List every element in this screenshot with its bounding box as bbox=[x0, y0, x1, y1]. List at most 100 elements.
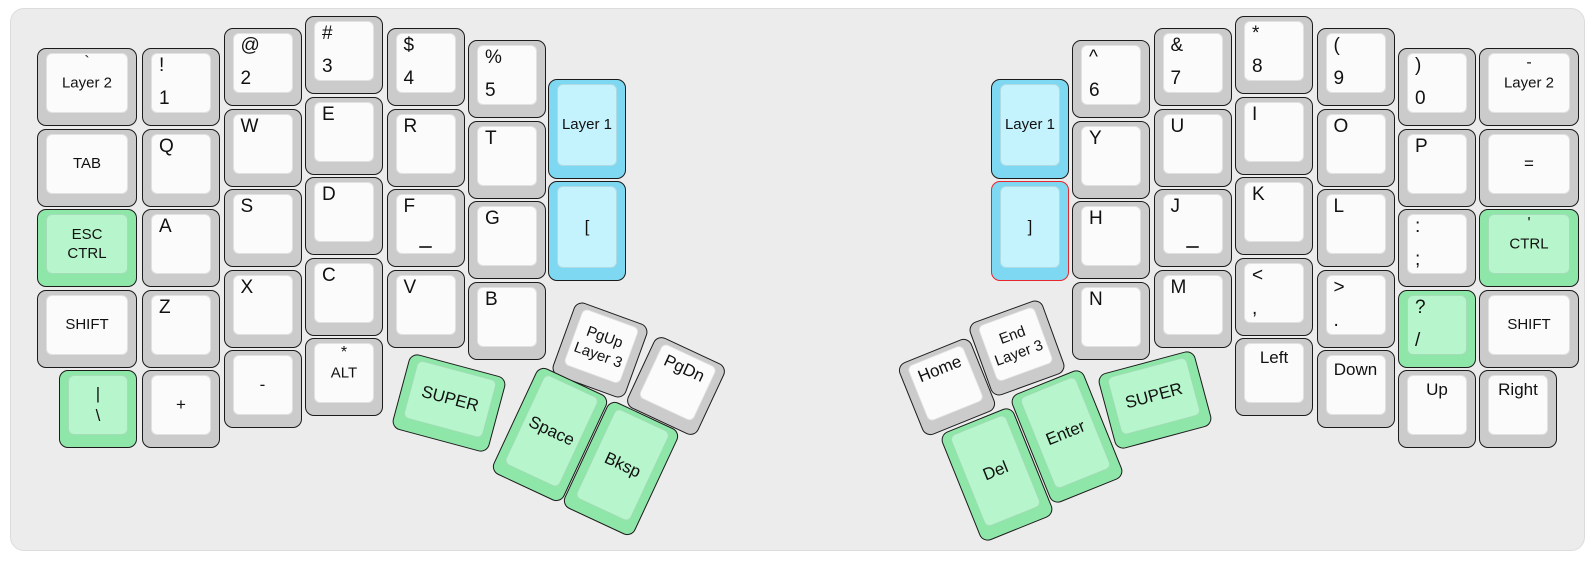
keycap-top: :; bbox=[1407, 214, 1467, 274]
key-k[interactable]: K bbox=[1235, 177, 1313, 255]
key-equals[interactable]: = bbox=[1479, 128, 1579, 207]
key-dollar-4[interactable]: $4 bbox=[386, 28, 465, 106]
key-d[interactable]: D bbox=[305, 177, 383, 255]
key-left-arrow[interactable]: Left bbox=[1235, 338, 1313, 416]
key-p[interactable]: P bbox=[1398, 128, 1476, 207]
key-minus[interactable]: - bbox=[223, 350, 302, 428]
keycap-top: P bbox=[1407, 133, 1467, 194]
key-j[interactable]: J bbox=[1153, 189, 1232, 267]
keycap-top: H bbox=[1081, 206, 1141, 266]
key-shift-left[interactable]: SHIFT bbox=[37, 289, 137, 368]
key-shift-right[interactable]: SHIFT bbox=[1479, 289, 1579, 368]
key-label: B bbox=[485, 288, 498, 310]
key-label: G bbox=[485, 208, 500, 229]
key-layer1-left[interactable]: Layer 1 bbox=[548, 78, 626, 179]
key-r[interactable]: R bbox=[386, 108, 465, 187]
key-label: S bbox=[240, 196, 254, 217]
key-n[interactable]: N bbox=[1072, 281, 1150, 360]
key-label: CTRL bbox=[1509, 235, 1549, 253]
key-rparen-0[interactable]: )0 bbox=[1398, 48, 1476, 126]
key-label: ALT bbox=[330, 364, 358, 382]
key-label: R bbox=[403, 115, 418, 137]
key-g[interactable]: G bbox=[468, 201, 546, 279]
keycap-top: B bbox=[477, 286, 537, 347]
key-i[interactable]: I bbox=[1235, 96, 1313, 175]
key-label: # bbox=[322, 23, 333, 44]
key-l[interactable]: L bbox=[1316, 189, 1395, 267]
key-rbracket[interactable]: ] bbox=[991, 180, 1069, 281]
key-amp-7[interactable]: &7 bbox=[1153, 28, 1232, 106]
key-quote-ctrl[interactable]: 'CTRL bbox=[1479, 209, 1579, 287]
keycap-top: #3 bbox=[314, 21, 374, 81]
key-caret-6[interactable]: ^6 bbox=[1072, 40, 1150, 118]
key-question-slash[interactable]: ?/ bbox=[1398, 289, 1476, 368]
key-z[interactable]: Z bbox=[142, 289, 220, 368]
key-pipe-backslash[interactable]: |\ bbox=[59, 370, 137, 448]
key-label: J bbox=[1170, 196, 1181, 217]
keycap-top: [ bbox=[557, 185, 617, 268]
key-t[interactable]: T bbox=[468, 120, 546, 199]
key-v[interactable]: V bbox=[386, 269, 465, 348]
key-layer2-left[interactable]: `Layer 2 bbox=[37, 48, 137, 126]
key-m[interactable]: M bbox=[1153, 269, 1232, 348]
keycap-top: SUPER bbox=[1106, 356, 1202, 436]
key-label: = bbox=[1524, 153, 1534, 173]
key-pct-5[interactable]: %5 bbox=[468, 40, 546, 118]
key-b[interactable]: B bbox=[468, 281, 546, 360]
key-q[interactable]: Q bbox=[142, 128, 220, 207]
keycap-top: E bbox=[314, 101, 374, 162]
keycap-top: V bbox=[395, 274, 456, 335]
key-label: Q bbox=[159, 135, 174, 157]
keycap-top: G bbox=[477, 206, 537, 266]
key-label: A bbox=[159, 216, 172, 237]
keycap-top: A bbox=[151, 214, 211, 274]
key-label: 6 bbox=[1089, 80, 1100, 101]
key-at-2[interactable]: @2 bbox=[223, 28, 302, 106]
key-label: Up bbox=[1426, 380, 1448, 399]
keycap-top: SHIFT bbox=[46, 294, 128, 355]
key-a[interactable]: A bbox=[142, 209, 220, 287]
key-x[interactable]: X bbox=[223, 269, 302, 348]
key-excl-1[interactable]: !1 bbox=[142, 48, 220, 126]
keycap-top: TAB bbox=[46, 133, 128, 194]
key-plus[interactable]: + bbox=[142, 370, 220, 448]
key-lt-comma[interactable]: <, bbox=[1235, 257, 1313, 336]
key-h[interactable]: H bbox=[1072, 201, 1150, 279]
keycap-top: ?/ bbox=[1407, 294, 1467, 355]
key-tab[interactable]: TAB bbox=[37, 128, 137, 207]
key-star-alt[interactable]: *ALT bbox=[305, 338, 383, 416]
key-gt-period[interactable]: >. bbox=[1316, 269, 1395, 348]
key-label: Layer 2 bbox=[61, 74, 113, 92]
key-f[interactable]: F bbox=[386, 189, 465, 267]
key-u[interactable]: U bbox=[1153, 108, 1232, 187]
key-right-arrow[interactable]: Right bbox=[1479, 370, 1557, 448]
keycap-top: Layer 1 bbox=[1000, 83, 1060, 166]
key-lbracket[interactable]: [ bbox=[548, 180, 626, 281]
key-e[interactable]: E bbox=[305, 96, 383, 175]
keycap-top: T bbox=[477, 125, 537, 186]
key-o[interactable]: O bbox=[1316, 108, 1395, 187]
key-label: O bbox=[1333, 115, 1349, 137]
key-up-arrow[interactable]: Up bbox=[1398, 370, 1476, 448]
key-label: , bbox=[1252, 297, 1258, 319]
key-down-arrow[interactable]: Down bbox=[1316, 350, 1395, 428]
key-colon-semi[interactable]: :; bbox=[1398, 209, 1476, 287]
key-w[interactable]: W bbox=[223, 108, 302, 187]
key-c[interactable]: C bbox=[305, 257, 383, 336]
key-minus-layer2[interactable]: -Layer 2 bbox=[1479, 48, 1579, 126]
key-label: 4 bbox=[403, 68, 415, 89]
key-y[interactable]: Y bbox=[1072, 120, 1150, 199]
key-label: - bbox=[259, 375, 266, 395]
keycap-top: = bbox=[1488, 133, 1570, 194]
key-star-8[interactable]: *8 bbox=[1235, 16, 1313, 94]
key-label: Layer 1 bbox=[1004, 115, 1056, 133]
key-lparen-9[interactable]: (9 bbox=[1316, 28, 1395, 106]
keycap-top: Down bbox=[1325, 355, 1386, 415]
key-layer1-right[interactable]: Layer 1 bbox=[991, 78, 1069, 179]
keycap-top: C bbox=[314, 262, 374, 323]
key-s[interactable]: S bbox=[223, 189, 302, 267]
key-label: T bbox=[485, 127, 497, 149]
key-hash-3[interactable]: #3 bbox=[305, 16, 383, 94]
